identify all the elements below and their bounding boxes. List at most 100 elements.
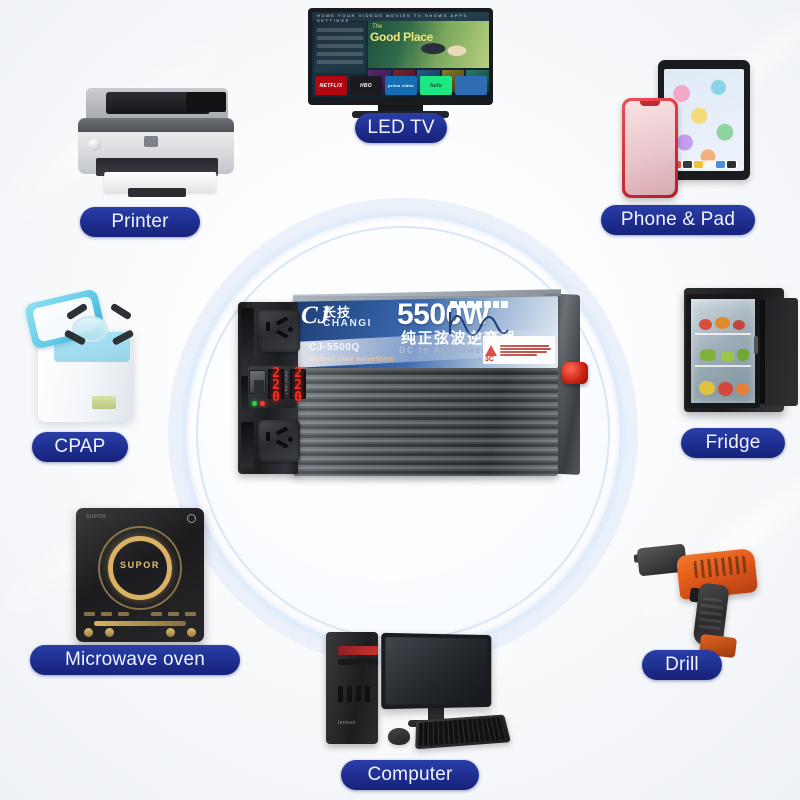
tv-nav-bar — [312, 12, 489, 21]
cooktop-power-slider[interactable] — [94, 621, 186, 626]
cooktop-buttons[interactable] — [84, 628, 196, 637]
power-inverter-product: CJ 长技 CHANGI 5500W 纯正弦波逆变器 DC to AC powe… — [238, 289, 588, 492]
tv-screen: HOME YOUR VIDEOS MOVIES TV SHOWS APPS SE… — [312, 12, 489, 97]
device-microwave-oven: SUPOR SUPOR — [76, 508, 204, 642]
ac-socket-bottom[interactable] — [258, 420, 300, 462]
device-computer: lenovo — [320, 628, 511, 754]
tv-hero-subtitle: The — [372, 24, 383, 30]
output-voltage-display: 220 — [290, 366, 306, 402]
fridge-glass-door[interactable] — [686, 294, 760, 408]
brand-name-en: CHANGI — [323, 318, 373, 329]
meter-and-switch-panel: 220 INPUT VOLT 220 — [248, 366, 306, 408]
fridge-item — [718, 382, 733, 396]
fridge-shelf — [695, 365, 751, 367]
computer-mouse[interactable] — [388, 728, 410, 745]
cooktop-outer-ring — [98, 526, 182, 610]
wattage-text: 5500W — [397, 298, 490, 331]
label-cpap: CPAP — [32, 432, 128, 462]
printer-rear-tray — [186, 92, 226, 112]
power-switch-rocker — [254, 380, 264, 394]
fridge-body — [684, 288, 798, 412]
device-cpap — [14, 278, 154, 426]
fridge-shelf — [695, 333, 751, 335]
tablet-dock — [670, 160, 738, 169]
tower-accent-strip — [338, 646, 378, 655]
3c-mark-text: 3C — [485, 355, 494, 363]
certification-warning-badge: 3C — [483, 336, 555, 364]
fault-led — [260, 401, 265, 406]
fridge-item — [733, 320, 745, 330]
printer-front-foot — [128, 188, 186, 197]
fridge-item — [699, 319, 712, 330]
cpap-display-panel — [92, 396, 116, 409]
model-number: CJ-5500Q — [309, 342, 360, 353]
positive-terminal-knob-icon[interactable] — [562, 362, 588, 384]
fridge-interior-gap — [758, 300, 765, 404]
cooktop-inner-ring — [108, 536, 172, 600]
device-phone-and-pad — [622, 58, 772, 198]
vent-fin — [241, 308, 254, 368]
tv-nav-items: HOME YOUR VIDEOS MOVIES TV SHOWS APPS SE… — [317, 13, 468, 23]
tower-front-ports — [338, 686, 372, 702]
cpap-strap — [109, 302, 133, 321]
input-voltage-display: 220 — [268, 366, 284, 402]
brand-name-cn: 长技 — [323, 305, 352, 320]
hbo-tile: HBO — [350, 76, 382, 95]
tv-bezel: HOME YOUR VIDEOS MOVIES TV SHOWS APPS SE… — [308, 8, 493, 105]
waveform-note: Output sine waveform — [309, 354, 394, 363]
tv-hero-title: Good Place — [370, 30, 434, 44]
tv-hero-artwork — [411, 25, 485, 68]
sine-waveform-icon — [448, 300, 510, 336]
prime-tile: prime video — [385, 76, 417, 95]
printer-brand-logo-icon — [144, 136, 158, 147]
power-switch[interactable] — [249, 370, 266, 394]
device-led-tv: HOME YOUR VIDEOS MOVIES TV SHOWS APPS SE… — [308, 8, 493, 120]
netflix-tile: NETFLIX — [315, 76, 347, 95]
label-computer: Computer — [341, 760, 479, 790]
inverter-heatsink-body — [293, 368, 558, 476]
tv-sidebar — [314, 22, 366, 73]
tv-stand-neck — [378, 105, 423, 112]
fridge-item — [736, 383, 749, 395]
computer-keyboard[interactable] — [415, 714, 511, 750]
printer-body-top-band — [78, 118, 234, 132]
fridge-item — [715, 317, 730, 329]
tv-app-tiles: NETFLIX HBO prime video hulu — [315, 76, 487, 95]
label-fridge: Fridge — [681, 428, 785, 458]
label-printer: Printer — [80, 207, 200, 237]
printer-output-tray — [96, 158, 218, 176]
phone-body — [622, 98, 678, 198]
fridge-side-panel — [764, 298, 798, 406]
warning-triangle-icon: 3C — [485, 344, 498, 363]
label-phone-and-pad: Phone & Pad — [601, 205, 755, 235]
tv-hero-banner — [368, 21, 489, 68]
tower-optical-drive — [338, 659, 378, 665]
device-printer — [68, 62, 243, 197]
ac-socket-top[interactable] — [258, 310, 300, 352]
fridge-item — [700, 349, 716, 361]
monitor-screen — [385, 637, 488, 705]
tower-brand-logo-icon: lenovo — [338, 720, 356, 726]
label-drill: Drill — [642, 650, 722, 680]
cooktop-power-icon[interactable] — [187, 514, 196, 523]
device-drill — [633, 524, 794, 660]
cooktop-brand-text: SUPOR — [119, 560, 160, 570]
fridge-door-handle[interactable] — [754, 336, 758, 354]
hulu-tile: hulu — [420, 76, 452, 95]
phone-notch — [640, 101, 660, 106]
brand-logo-icon: CJ — [301, 302, 331, 329]
computer-monitor — [381, 632, 492, 710]
playstation-tile — [455, 76, 487, 95]
input-voltage-label: INPUT VOLT — [284, 371, 288, 395]
fridge-item — [721, 351, 734, 362]
computer-tower: lenovo — [326, 632, 378, 744]
fridge-item — [699, 381, 715, 395]
printer-paper-slot — [106, 92, 210, 114]
cooktop-function-labels — [84, 612, 196, 616]
product-title-en: DC to AC power inverter — [399, 345, 535, 355]
printer-power-button — [88, 138, 101, 151]
vent-fin — [241, 422, 254, 468]
warning-text-lines — [500, 344, 553, 356]
waveform-tick-bars — [450, 301, 509, 308]
